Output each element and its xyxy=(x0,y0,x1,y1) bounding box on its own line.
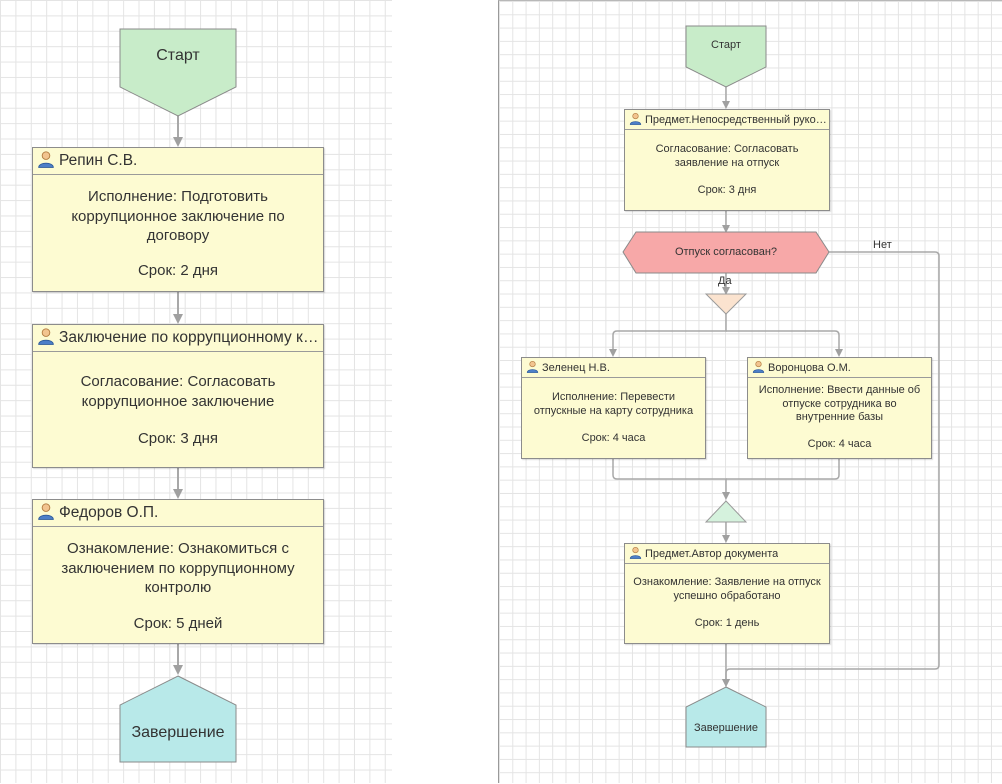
connector-split-to-right-task xyxy=(726,330,843,357)
task-deadline: Срок: 4 часа xyxy=(581,432,646,444)
task-assignee: Предмет.Непосредственный руководитель ав… xyxy=(645,113,829,126)
user-icon xyxy=(629,112,642,128)
task-assignee: Федоров О.П. xyxy=(59,504,159,521)
end-point-shape xyxy=(119,675,237,763)
task-description: Исполнение: Ввести данные об отпуске сот… xyxy=(758,384,921,423)
task-deadline: Срок: 4 часа xyxy=(807,438,872,450)
task-header: Заключение по коррупционному контрол... xyxy=(33,325,323,352)
task-card[interactable]: Заключение по коррупционному контрол... … xyxy=(32,324,324,468)
split-shape xyxy=(704,293,748,315)
start-point-shape xyxy=(119,28,237,117)
task-assignee: Репин С.В. xyxy=(59,152,138,169)
connector-left-task-to-join xyxy=(612,459,730,500)
task-description: Согласование: Согласовать коррупционное … xyxy=(80,373,276,410)
user-icon xyxy=(37,502,55,525)
left-process-map: Старт Завершение Репин С.В. Исполнение: … xyxy=(0,0,392,783)
task-description: Согласование: Согласовать заявление на о… xyxy=(655,143,799,169)
task-deadline: Срок: 3 дня xyxy=(697,184,757,196)
task-header: Федоров О.П. xyxy=(33,500,323,527)
task-card[interactable]: Репин С.В. Исполнение: Подготовить корру… xyxy=(32,147,324,292)
user-icon xyxy=(629,546,642,562)
user-icon xyxy=(37,150,55,173)
yes-branch-label: Да xyxy=(718,275,732,287)
task-description: Исполнение: Подготовить коррупционное за… xyxy=(71,188,285,244)
task-description: Исполнение: Перевести отпускные на карту… xyxy=(533,391,694,417)
right-process-map: Старт Отпуск согласован? Да Нет Завершен… xyxy=(498,0,1002,783)
task-deadline: Срок: 2 дня xyxy=(137,262,219,279)
join-shape xyxy=(704,500,748,523)
task-deadline: Срок: 5 дней xyxy=(133,615,223,632)
task-assignee: Зеленец Н.В. xyxy=(542,361,610,374)
task-card-parallel-left[interactable]: Зеленец Н.В. Исполнение: Перевести отпус… xyxy=(521,357,706,459)
connector-split-to-left-task xyxy=(609,314,727,357)
task-header: Зеленец Н.В. xyxy=(522,358,705,378)
no-branch-label: Нет xyxy=(873,239,892,251)
task-card[interactable]: Федоров О.П. Ознакомление: Ознакомиться … xyxy=(32,499,324,644)
task-header: Воронцова О.М. xyxy=(748,358,931,378)
connector-right-task-to-join xyxy=(726,459,840,480)
start-point-shape xyxy=(685,25,767,88)
task-card-approval[interactable]: Предмет.Непосредственный руководитель ав… xyxy=(624,109,830,211)
condition-label: Отпуск согласован? xyxy=(674,246,778,258)
task-header: Репин С.В. xyxy=(33,148,323,175)
task-card-notify[interactable]: Предмет.Автор документа Ознакомление: За… xyxy=(624,543,830,644)
condition-shape xyxy=(622,231,830,274)
user-icon xyxy=(752,360,765,376)
task-header: Предмет.Автор документа xyxy=(625,544,829,564)
task-header: Предмет.Непосредственный руководитель ав… xyxy=(625,110,829,130)
user-icon xyxy=(37,327,55,350)
task-description: Ознакомление: Заявление на отпуск успешн… xyxy=(633,576,821,602)
task-assignee: Заключение по коррупционному контрол... xyxy=(59,329,323,346)
task-description: Ознакомление: Ознакомиться с заключением… xyxy=(61,540,295,596)
task-deadline: Срок: 1 день xyxy=(694,617,760,629)
right-connectors xyxy=(609,25,940,748)
task-card-parallel-right[interactable]: Воронцова О.М. Исполнение: Ввести данные… xyxy=(747,357,932,459)
user-icon xyxy=(526,360,539,376)
start-point-label: Старт xyxy=(156,47,200,64)
task-assignee: Воронцова О.М. xyxy=(768,361,851,374)
end-point-label: Завершение xyxy=(694,722,758,734)
task-assignee: Предмет.Автор документа xyxy=(645,547,779,560)
left-connectors xyxy=(119,28,237,763)
end-point-shape xyxy=(685,686,767,748)
task-deadline: Срок: 3 дня xyxy=(137,430,219,447)
start-point-label: Старт xyxy=(711,39,741,51)
connector-no-branch xyxy=(722,251,940,687)
end-point-label: Завершение xyxy=(131,724,225,741)
